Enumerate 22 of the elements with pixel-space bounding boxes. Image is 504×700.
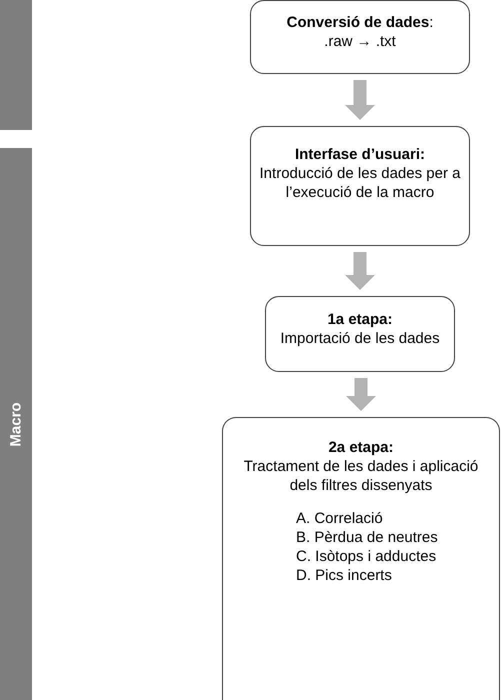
step-heading: Conversió de dades: [286, 13, 434, 32]
step-heading: 1a etapa: [326, 310, 394, 329]
step-description: Tractament de les dades i aplicació dels filtres dissenyats [242, 457, 480, 495]
process-box [250, 126, 470, 246]
step-description: Introducció de les dades per a l’execució de la macro [258, 164, 462, 202]
process-box [250, 0, 470, 74]
block-arrow [345, 252, 375, 290]
side-band [0, 0, 32, 130]
step-heading: 2a etapa: [327, 438, 395, 457]
process-box [265, 296, 455, 372]
step-description: .raw → .txt [323, 32, 397, 51]
list-item: C. Isòtops i adductes [295, 547, 438, 566]
band-label: Macro [8, 402, 25, 446]
block-arrow [345, 80, 375, 120]
side-band [0, 148, 32, 700]
step-description: Importació de les dades [279, 329, 441, 348]
step-heading: Interfase d’usuari: [294, 145, 426, 164]
list-item: D. Pics incerts [295, 566, 393, 585]
block-arrow [346, 378, 376, 411]
list-item: A. Correlació [295, 509, 384, 528]
list-item: B. Pèrdua de neutres [295, 528, 439, 547]
process-box [222, 417, 500, 700]
